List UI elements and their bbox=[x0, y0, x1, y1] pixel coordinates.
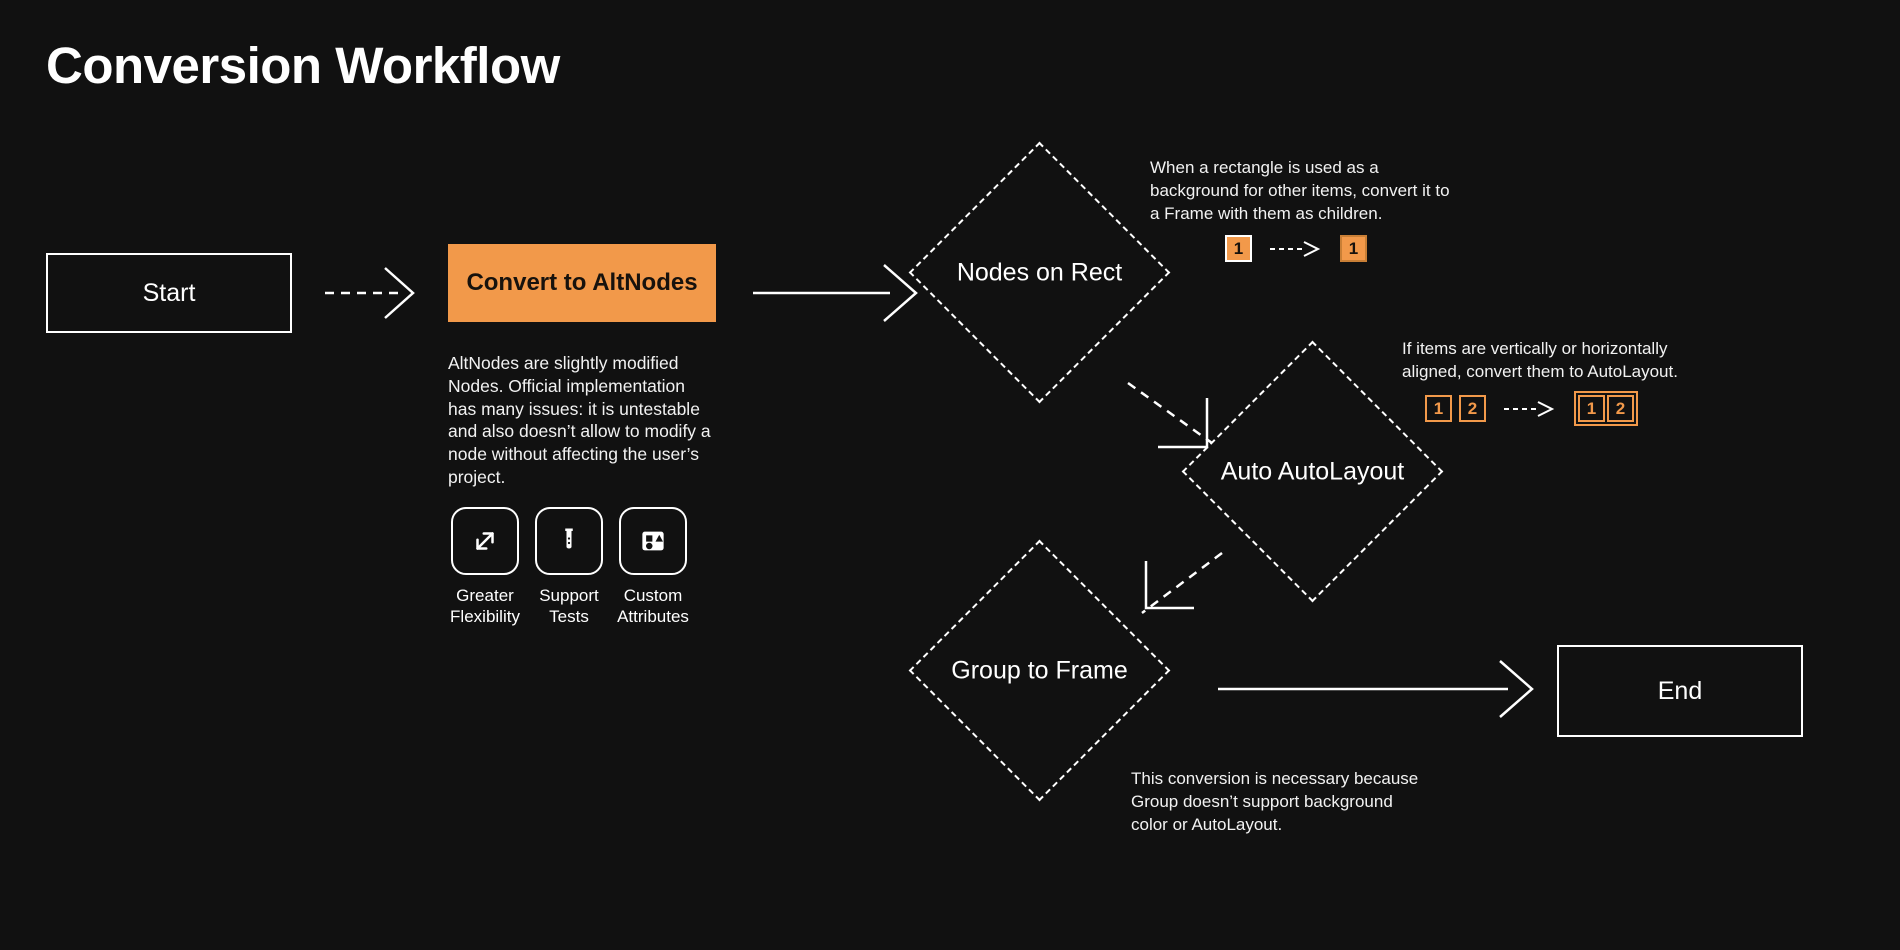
badge-illustration-auto-autolayout: 1 2 1 2 bbox=[1425, 391, 1638, 426]
badge-before-2: 2 bbox=[1459, 395, 1486, 422]
badge-illustration-nodes-on-rect: 1 1 bbox=[1225, 235, 1367, 262]
annotation-group-to-frame: This conversion is necessary because Gro… bbox=[1131, 769, 1419, 834]
edge-grouptoframe-to-end bbox=[1218, 660, 1534, 718]
shapes-attributes-icon bbox=[619, 507, 687, 575]
badge-after: 1 bbox=[1340, 235, 1367, 262]
edge-nodesonrect-to-autoautolayout bbox=[1127, 381, 1213, 449]
node-auto-autolayout-label: Auto AutoLayout bbox=[1220, 457, 1405, 485]
node-end[interactable]: End bbox=[1557, 645, 1803, 737]
badge-after-1: 1 bbox=[1578, 395, 1605, 422]
node-auto-autolayout[interactable]: Auto AutoLayout bbox=[1181, 340, 1444, 603]
expand-arrows-icon bbox=[451, 507, 519, 575]
node-group-to-frame-label: Group to Frame bbox=[951, 656, 1128, 684]
feature-custom-attributes[interactable]: Custom Attributes bbox=[617, 507, 689, 628]
feature-list: Greater Flexibility Support Tests bbox=[450, 507, 689, 628]
node-start-label: Start bbox=[142, 278, 196, 307]
edge-start-to-convert bbox=[325, 267, 415, 319]
feature-label: Support Tests bbox=[539, 586, 599, 627]
feature-greater-flexibility[interactable]: Greater Flexibility bbox=[450, 507, 520, 628]
node-end-label: End bbox=[1657, 676, 1703, 705]
dashed-arrow-icon bbox=[1504, 400, 1555, 417]
edge-convert-to-nodesonrect bbox=[753, 264, 918, 322]
test-tube-icon bbox=[535, 507, 603, 575]
feature-label: Greater Flexibility bbox=[450, 586, 520, 627]
dashed-arrow-icon bbox=[1270, 240, 1321, 257]
node-nodes-on-rect-label: Nodes on Rect bbox=[956, 258, 1123, 286]
badge-after-2: 2 bbox=[1607, 395, 1634, 422]
feature-label: Custom Attributes bbox=[617, 586, 689, 627]
node-nodes-on-rect[interactable]: Nodes on Rect bbox=[908, 141, 1171, 404]
node-start[interactable]: Start bbox=[46, 253, 292, 333]
badge-before-1: 1 bbox=[1425, 395, 1452, 422]
badge-before: 1 bbox=[1225, 235, 1252, 262]
annotation-auto-autolayout: If items are vertically or horizontally … bbox=[1402, 339, 1678, 381]
annotation-nodes-on-rect: When a rectangle is used as a background… bbox=[1150, 158, 1450, 223]
page-title: Conversion Workflow bbox=[46, 37, 560, 94]
node-group-to-frame[interactable]: Group to Frame bbox=[908, 539, 1171, 802]
feature-support-tests[interactable]: Support Tests bbox=[535, 507, 603, 628]
edge-autoautolayout-to-grouptoframe bbox=[1141, 552, 1223, 614]
node-convert-to-altnodes[interactable]: Convert to AltNodes bbox=[448, 244, 716, 322]
badge-pair-before: 1 2 bbox=[1425, 395, 1486, 422]
badge-group-after: 1 2 bbox=[1574, 391, 1638, 426]
node-convert-label: Convert to AltNodes bbox=[466, 269, 698, 296]
convert-description: AltNodes are slightly modified Nodes. Of… bbox=[448, 353, 711, 487]
